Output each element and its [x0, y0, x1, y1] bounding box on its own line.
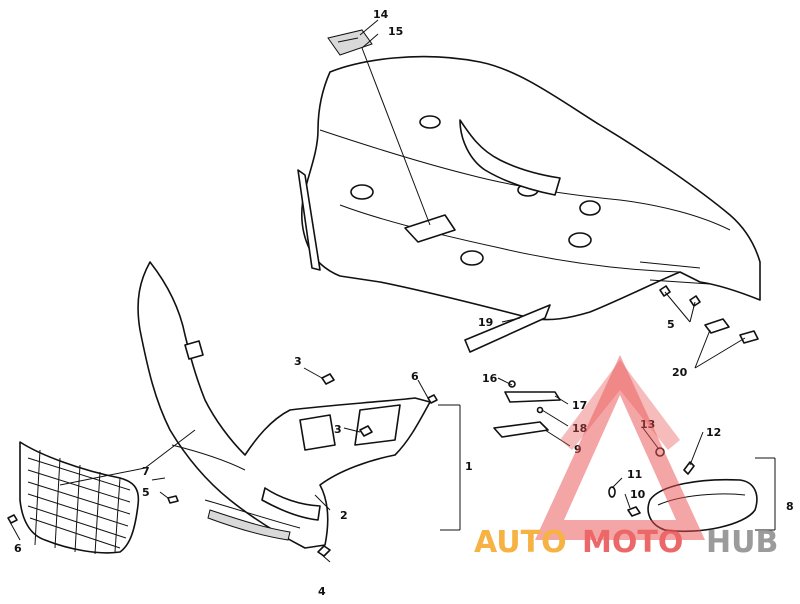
callout-11: 11	[627, 468, 642, 481]
callout-14: 14	[373, 8, 389, 21]
watermark-text-hub: HUB	[706, 525, 778, 560]
callout-4: 4	[318, 585, 326, 598]
callout-7: 7	[142, 465, 150, 478]
decal-part	[327, 29, 373, 56]
bracket-assembly	[493, 380, 561, 438]
callout-12: 12	[706, 426, 721, 439]
fasteners	[7, 373, 438, 557]
callout-20: 20	[672, 366, 688, 379]
callout-5-lower: 5	[142, 486, 150, 499]
watermark-text-moto: MOTO	[582, 525, 683, 560]
automotohub-watermark: AUTO MOTO HUB	[474, 355, 778, 560]
grille-part	[19, 441, 140, 555]
leader-lines	[9, 19, 776, 563]
callout-19: 19	[478, 316, 493, 329]
callout-1: 1	[465, 460, 473, 473]
callout-15: 15	[388, 25, 403, 38]
watermark-triangle-icon	[535, 355, 705, 540]
callout-16: 16	[482, 372, 498, 385]
callout-10: 10	[630, 488, 646, 501]
callout-2: 2	[340, 509, 348, 522]
callout-3-lower: 3	[334, 423, 342, 436]
front-fender-body	[297, 55, 761, 353]
callout-labels: 14 15 19 5 20 16 17 18 9 13 12 11 10 8 3…	[14, 8, 794, 598]
callout-18: 18	[572, 422, 587, 435]
front-bezel-body	[137, 261, 431, 549]
callout-6-lower: 6	[14, 542, 22, 555]
callout-5-upper: 5	[667, 318, 675, 331]
callout-17: 17	[572, 399, 587, 412]
callout-8: 8	[786, 500, 794, 513]
watermark-text-auto: AUTO	[474, 525, 567, 560]
callout-6-upper: 6	[411, 370, 419, 383]
callout-3-upper: 3	[294, 355, 302, 368]
